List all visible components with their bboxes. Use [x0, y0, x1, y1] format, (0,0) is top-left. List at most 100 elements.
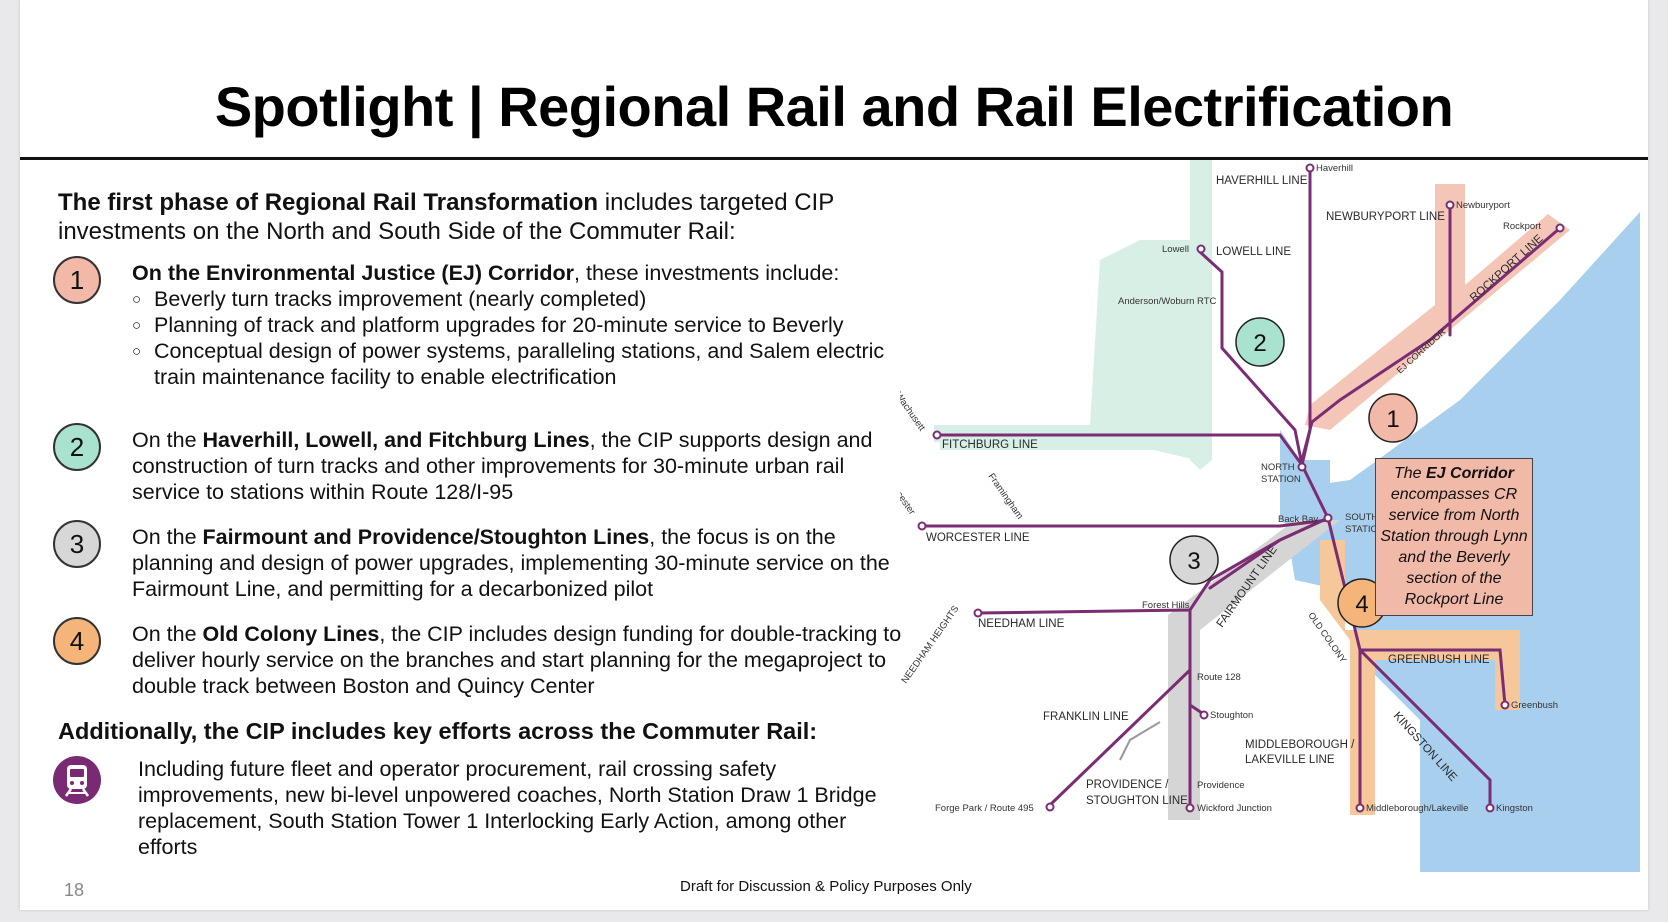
- station-dot: [1045, 802, 1055, 812]
- station-providence: Providence: [1197, 780, 1245, 791]
- page-number: 18: [64, 880, 85, 900]
- station-south: SOUTH: [1345, 512, 1378, 523]
- zone-old-colony: [1320, 540, 1520, 815]
- slide: Spotlight | Regional Rail and Rail Elect…: [20, 0, 1648, 910]
- station-back-bay: Back Bay: [1278, 514, 1318, 525]
- item-4-post: , the CIP includes design funding for do…: [132, 622, 902, 698]
- zone-3-number: 3: [1187, 548, 1200, 575]
- additional-text: Including future fleet and operator proc…: [138, 757, 877, 859]
- callout-post: encompasses CR service from North Statio…: [1380, 486, 1528, 608]
- station-framingham: Framingham: [986, 471, 1026, 521]
- station-dot: [1199, 710, 1209, 720]
- water-river: [1280, 430, 1330, 530]
- item-4-text: On the Old Colony Lines, the CIP include…: [132, 621, 902, 699]
- rail-lines: [920, 170, 1562, 812]
- item-1-lead-rest: , these investments include:: [574, 261, 840, 285]
- item-2-text: On the Haverhill, Lowell, and Fitchburg …: [132, 427, 902, 505]
- franklin-curve: [1119, 721, 1161, 761]
- intro-rest: includes targeted CIP investments on the…: [58, 189, 834, 245]
- zone-badge-4: 4: [1337, 578, 1387, 628]
- station-wachusett: Wachusett: [900, 390, 927, 433]
- item-1-lead-bold: On the Environmental Justice (EJ) Corrid…: [132, 261, 575, 285]
- slide-title: Spotlight | Regional Rail and Rail Elect…: [214, 75, 1454, 138]
- station-dot: [973, 608, 983, 618]
- fairmount-line: [1208, 516, 1330, 590]
- station-dot: [1297, 462, 1307, 472]
- train-icon: [53, 756, 101, 804]
- station-dot: [1305, 163, 1315, 173]
- bullet-item: Beverly turn tracks improvement (nearly …: [132, 286, 902, 313]
- item-1-text: On the Environmental Justice (EJ) Corrid…: [132, 260, 902, 390]
- label-rockport-line: ROCKPORT LINE: [1468, 233, 1546, 305]
- label-providence-line: PROVIDENCE /: [1086, 779, 1169, 791]
- franklin-line: [1048, 668, 1192, 807]
- south-station-link: [1300, 463, 1330, 520]
- bullet-item: Conceptual design of power systems, para…: [132, 338, 902, 390]
- zone-badge-3: 3: [1169, 535, 1219, 585]
- zone-4-number: 4: [1355, 591, 1368, 618]
- intro-bold: The first phase of Regional Rail Transfo…: [58, 189, 599, 216]
- station-dot: [1355, 803, 1365, 813]
- station-worcester: Worcester: [900, 475, 917, 517]
- label-newburyport-line: NEWBURYPORT LINE: [1326, 211, 1445, 223]
- label-haverhill-line: HAVERHILL LINE: [1216, 175, 1308, 187]
- item-3-pre: On the: [132, 525, 203, 549]
- station-forge-park: Forge Park / Route 495: [935, 803, 1034, 814]
- label-middleborough-line: MIDDLEBOROUGH /: [1245, 739, 1355, 751]
- station-north-2: STATION: [1261, 474, 1301, 485]
- zone-south-lines: [1168, 520, 1340, 820]
- station-lowell: Lowell: [1162, 244, 1189, 255]
- item-3-post: , the focus is on the planning and desig…: [132, 525, 890, 601]
- zone-badge-2: 2: [1235, 317, 1285, 367]
- label-fitchburg-line: FITCHBURG LINE: [942, 439, 1038, 451]
- rockport-line: [1300, 226, 1562, 462]
- station-forest-hills: Forest Hills: [1142, 600, 1190, 611]
- label-needham-line: NEEDHAM LINE: [978, 618, 1065, 630]
- zone-north-lines-fill: [934, 160, 1212, 460]
- item-1-bullets: Beverly turn tracks improvement (nearly …: [132, 286, 902, 390]
- station-dot: [932, 430, 942, 440]
- station-markers: [917, 163, 1565, 813]
- station-route-128: Route 128: [1197, 672, 1241, 683]
- label-worcester-line: WORCESTER LINE: [926, 532, 1030, 544]
- station-wickford: Wickford Junction: [1197, 803, 1272, 814]
- item-3-text: On the Fairmount and Providence/Stoughto…: [132, 524, 902, 602]
- station-kingston: Kingston: [1496, 803, 1533, 814]
- lowell-line: [1198, 250, 1304, 467]
- label-franklin-line: FRANKLIN LINE: [1043, 711, 1129, 723]
- station-dot: [1445, 200, 1455, 210]
- station-haverhill: Haverhill: [1316, 163, 1353, 174]
- item-4-bold: Old Colony Lines: [202, 622, 380, 646]
- label-greenbush-line: GREENBUSH LINE: [1388, 654, 1490, 666]
- label-lakeville-line: LAKEVILLE LINE: [1245, 754, 1335, 766]
- label-stoughton-line: STOUGHTON LINE: [1086, 795, 1188, 807]
- station-middleborough: Middleborough/Lakeville: [1366, 803, 1468, 814]
- item-2-pre: On the: [132, 428, 203, 452]
- callout-pre: The: [1393, 465, 1426, 482]
- station-rockport: Rockport: [1503, 221, 1541, 232]
- number-badge-3: 3: [53, 520, 101, 568]
- station-dot: [1323, 513, 1333, 523]
- zone-ej-corridor: [1305, 184, 1570, 430]
- worcester-line: [920, 518, 1330, 528]
- fitchburg-line: [936, 433, 1304, 467]
- station-dot: [1196, 244, 1206, 254]
- item-2-post: , the CIP supports design and constructi…: [132, 428, 873, 504]
- station-north: NORTH: [1261, 462, 1295, 473]
- station-greenbush: Greenbush: [1511, 700, 1558, 711]
- title-divider: [20, 157, 1648, 160]
- station-dot: [1185, 803, 1195, 813]
- label-lowell-line: LOWELL LINE: [1216, 246, 1291, 258]
- ej-corridor-callout: The EJ Corridor encompasses CR service f…: [1375, 458, 1533, 616]
- station-needham-heights: NEEDHAM HEIGHTS: [900, 604, 961, 686]
- stoughton-branch: [1188, 678, 1207, 717]
- kingston-line: [1358, 648, 1492, 810]
- item-2-bold: Haverhill, Lowell, and Fitchburg Lines: [202, 428, 590, 452]
- station-anderson-woburn: Anderson/Woburn RTC: [1118, 296, 1217, 307]
- item-4-pre: On the: [132, 622, 203, 646]
- bullet-item: Planning of track and platform upgrades …: [132, 312, 902, 339]
- station-dot: [1555, 223, 1565, 233]
- item-3-bold: Fairmount and Providence/Stoughton Lines: [202, 525, 650, 549]
- additional-heading: Additionally, the CIP includes key effor…: [58, 718, 818, 744]
- station-dot: [917, 521, 927, 531]
